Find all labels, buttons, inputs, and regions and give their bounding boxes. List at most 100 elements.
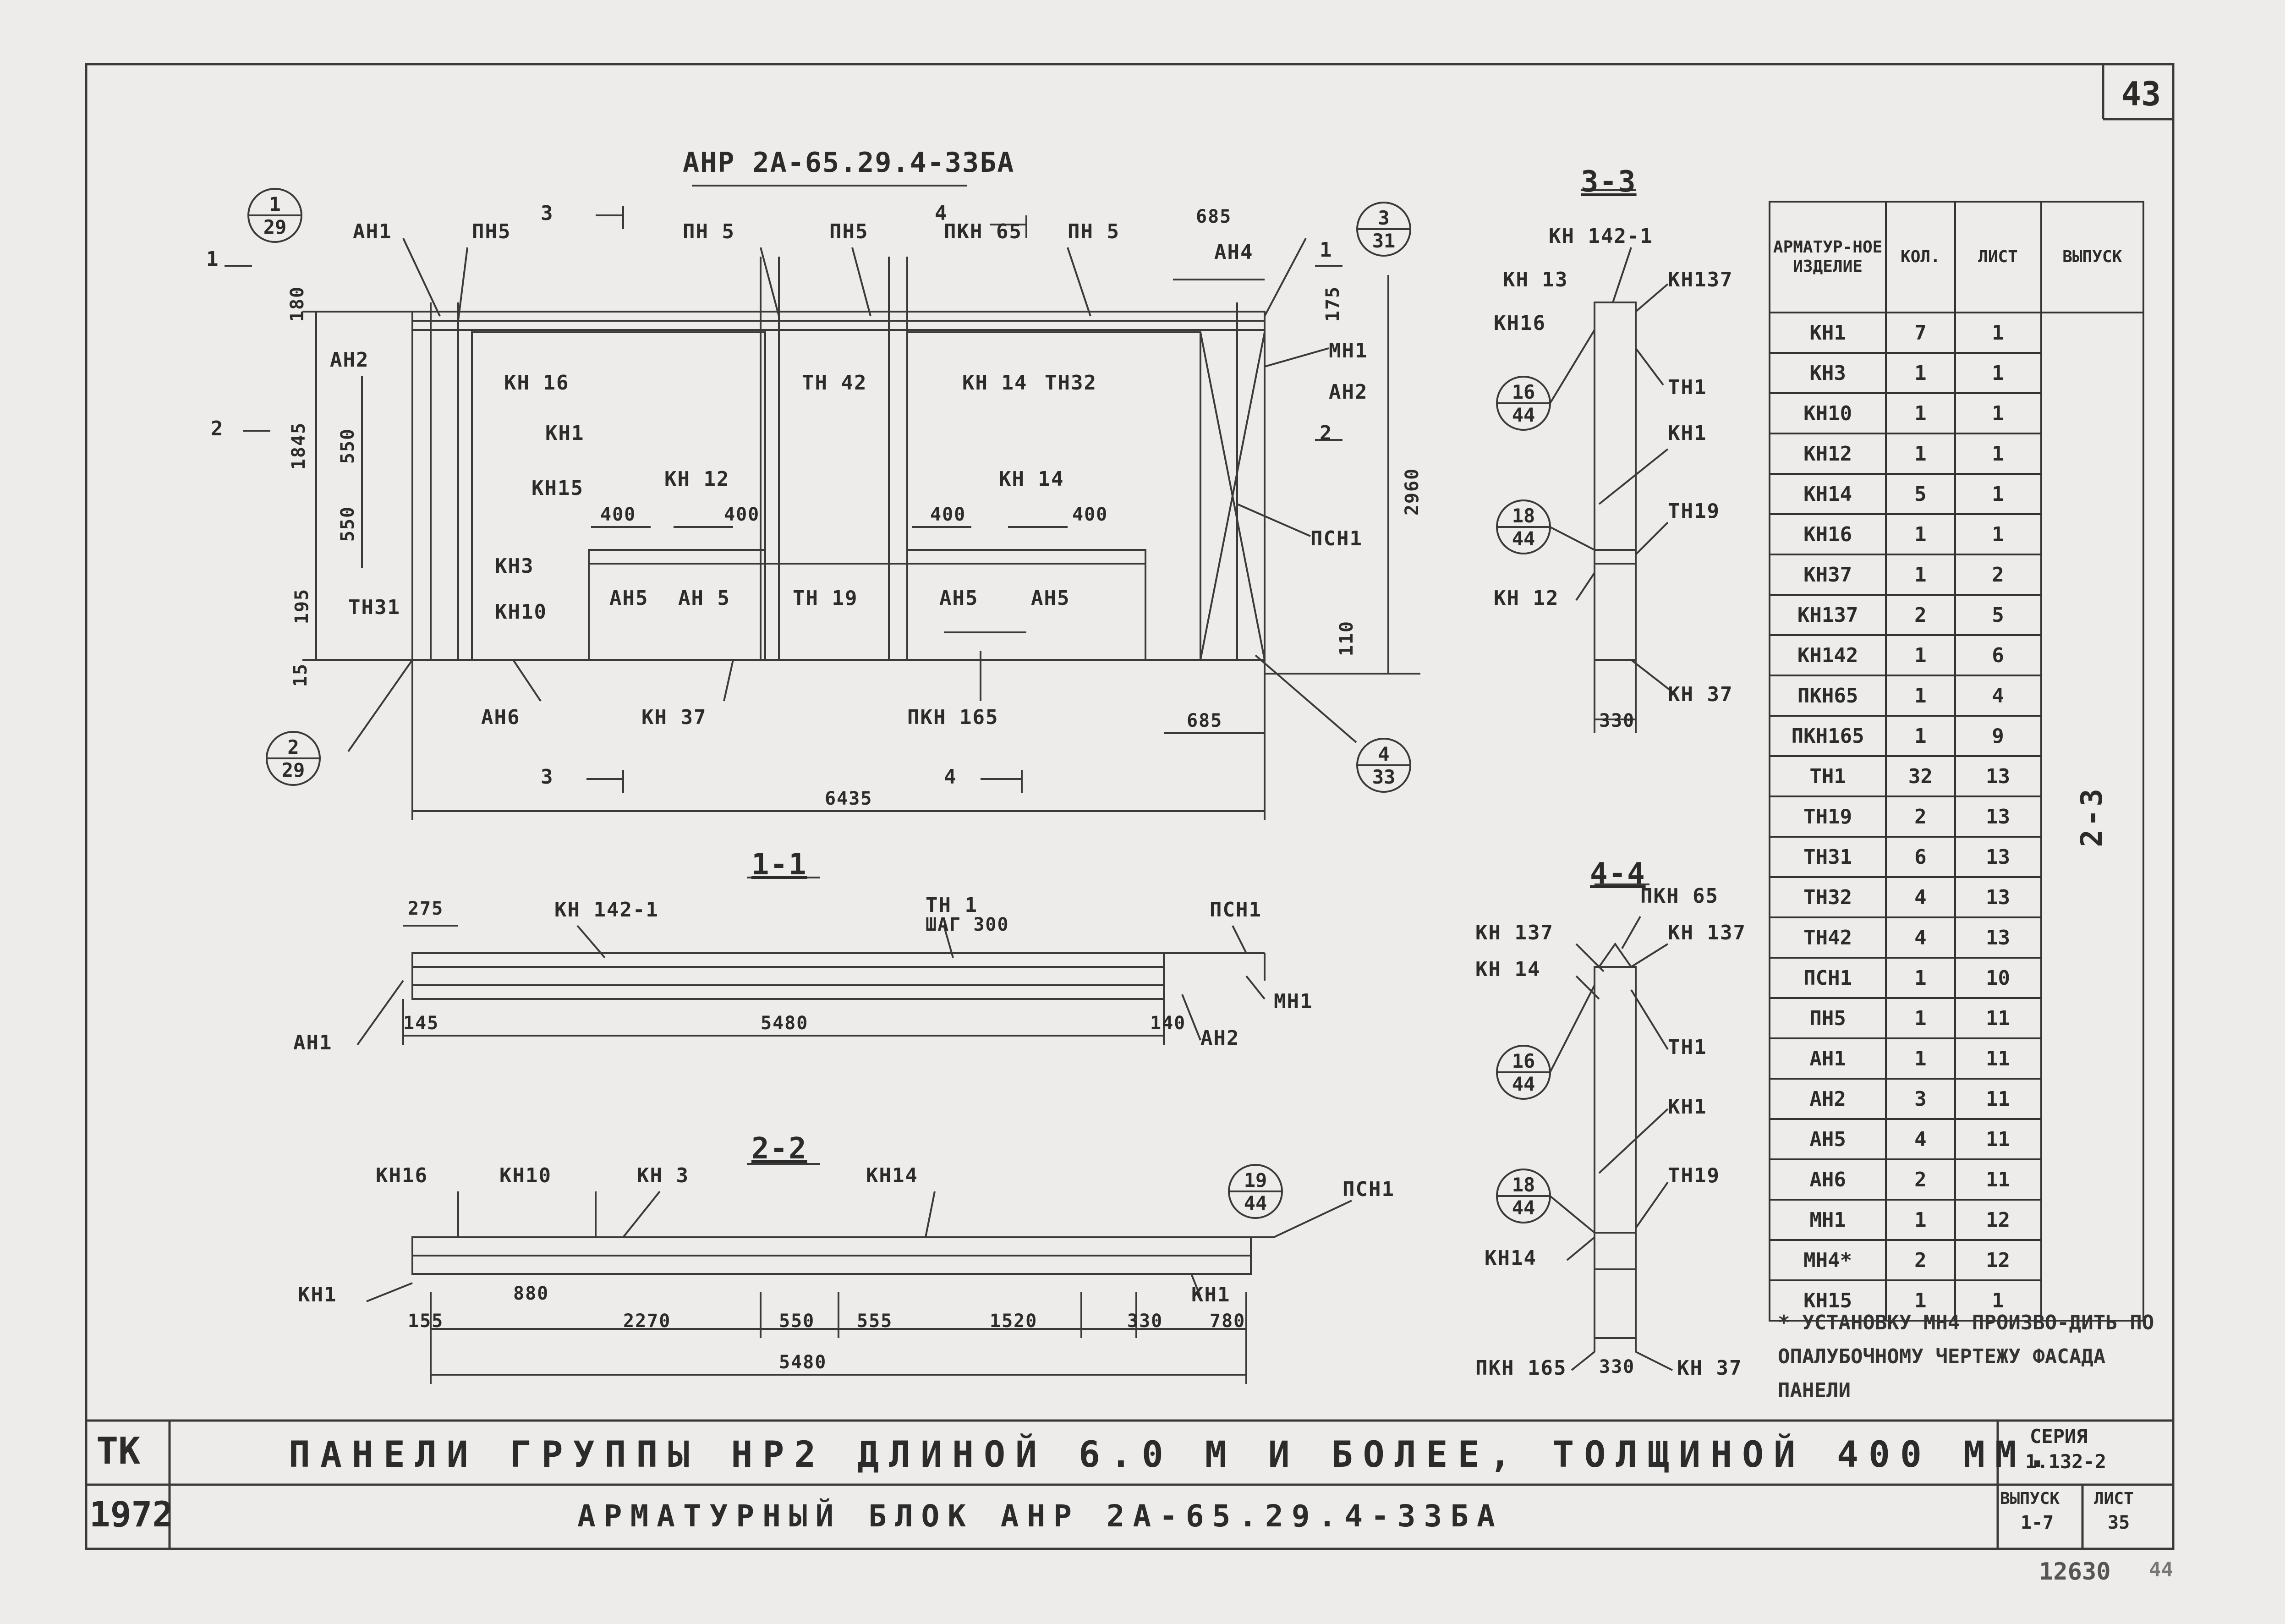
label-kn37: КН 37	[641, 706, 707, 729]
sheet-label: ЛИСТ	[2094, 1489, 2134, 1508]
spec-cell-qty: 2	[1885, 1158, 1956, 1201]
callout-1-top: 1	[269, 193, 280, 215]
label-kn15: КН15	[532, 477, 584, 500]
s11-dim-5480: 5480	[761, 1013, 809, 1034]
dim-110: 110	[1336, 620, 1358, 657]
section-4-4-title: 4-4	[1590, 857, 1646, 891]
dim-1845: 1845	[288, 422, 310, 470]
s22-kn14: КН14	[866, 1164, 918, 1187]
spec-cell-item: КН16	[1768, 513, 1887, 555]
dim-685-top: 685	[1196, 206, 1232, 227]
spec-cell-sheet: 1	[1954, 392, 2042, 434]
s44-tn1: ТН1	[1668, 1036, 1707, 1059]
specification-table: АРМАТУР-НОЕ ИЗДЕЛИЕ КОЛ. ЛИСТ ВЫПУСК КН1…	[1768, 201, 2144, 1322]
s44-kn37: КН 37	[1677, 1356, 1743, 1380]
s11-kn142: КН 142-1	[554, 898, 659, 922]
spec-cell-item: ТН19	[1768, 796, 1887, 838]
spec-cell-item: АН1	[1768, 1037, 1887, 1080]
spec-cell-sheet: 1	[1954, 1279, 2042, 1322]
s22-dim-330: 330	[1127, 1311, 1163, 1332]
title-block-year: 1972	[89, 1494, 174, 1535]
title-block-line1: ПАНЕЛИ ГРУППЫ НР2 ДЛИНОЙ 6.0 М И БОЛЕЕ, …	[289, 1434, 2058, 1476]
spec-cell-qty: 4	[1885, 1118, 1956, 1160]
label-kn16: КН 16	[504, 371, 570, 395]
s33-tn19: ТН19	[1668, 499, 1720, 523]
s11-an2: АН2	[1200, 1026, 1240, 1050]
s22-kn10: КН10	[499, 1164, 552, 1187]
s22-dim-550: 550	[779, 1311, 815, 1332]
spec-cell-sheet: 4	[1954, 675, 2042, 717]
callout-6-top: 18	[1512, 505, 1535, 527]
label-an5-d: АН5	[1031, 587, 1070, 610]
spec-cell-qty: 1	[1885, 634, 1956, 676]
spec-cell-qty: 1	[1885, 957, 1956, 999]
spec-cell-sheet: 1	[1954, 312, 2042, 354]
s11-an1: АН1	[293, 1031, 333, 1054]
s11-dim-145: 145	[403, 1013, 439, 1034]
spec-header-row: АРМАТУР-НОЕ ИЗДЕЛИЕ КОЛ. ЛИСТ ВЫПУСК	[1768, 201, 2144, 313]
spec-cell-item: АН6	[1768, 1158, 1887, 1201]
spec-cell-item: КН12	[1768, 433, 1887, 475]
s22-dim-1520: 1520	[990, 1311, 1038, 1332]
spec-cell-sheet: 11	[1954, 1118, 2042, 1160]
spec-cell-sheet: 12	[1954, 1239, 2042, 1281]
title-block-line2: АРМАТУРНЫЙ БЛОК АНР 2А-65.29.4-33БА	[577, 1498, 1503, 1534]
spec-cell-item: МН1	[1768, 1199, 1887, 1241]
callout-4-bottom: 33	[1372, 766, 1396, 788]
spec-cell-qty: 1	[1885, 1199, 1956, 1241]
spec-cell-sheet: 11	[1954, 1158, 2042, 1201]
s11-psn1: ПСН1	[1210, 898, 1262, 922]
label-tn42: ТН 42	[802, 371, 867, 395]
dim-400-d: 400	[1072, 504, 1108, 525]
callout-1-bottom: 29	[263, 216, 287, 238]
label-pn5-a: ПН5	[472, 220, 511, 243]
series-number: 1.132-2	[2025, 1450, 2107, 1473]
s22-kn16: КН16	[376, 1164, 428, 1187]
spec-cell-qty: 1	[1885, 1279, 1956, 1322]
spec-cell-qty: 1	[1885, 1037, 1956, 1080]
callout-9-top: 19	[1244, 1169, 1267, 1191]
label-kn3: КН3	[495, 554, 534, 578]
callout-8-top: 18	[1512, 1174, 1535, 1196]
section-mark-2-left: 2	[211, 417, 224, 440]
spec-cell-qty: 1	[1885, 392, 1956, 434]
spec-cell-qty: 32	[1885, 755, 1956, 797]
spec-cell-item: КН15	[1768, 1279, 1887, 1322]
label-pn5-c: ПН5	[829, 220, 869, 243]
s44-tn19: ТН19	[1668, 1164, 1720, 1187]
spec-cell-item: ТН31	[1768, 836, 1887, 878]
issue-number: 1-7	[2021, 1512, 2054, 1533]
s44-kn137-b: КН 137	[1668, 921, 1746, 944]
dim-400-b: 400	[724, 504, 760, 525]
dim-400-a: 400	[600, 504, 636, 525]
s22-dim-880: 880	[513, 1283, 549, 1304]
s22-dim-555: 555	[857, 1311, 893, 1332]
callout-9-bottom: 44	[1244, 1192, 1267, 1214]
label-an5-c: АН5	[939, 587, 979, 610]
dim-195: 195	[291, 588, 313, 625]
spec-cell-item: КН37	[1768, 554, 1887, 596]
s11-dim-275: 275	[408, 898, 444, 919]
spec-cell-item: ТН42	[1768, 916, 1887, 959]
s44-dim-330: 330	[1599, 1356, 1635, 1377]
s33-kn12: КН 12	[1494, 587, 1559, 610]
callout-3-bottom: 31	[1372, 230, 1396, 252]
spec-cell-qty: 1	[1885, 513, 1956, 555]
label-an4: АН4	[1214, 241, 1254, 264]
callout-2-bottom: 29	[282, 759, 305, 781]
section-3-3-title: 3-3	[1581, 165, 1637, 199]
